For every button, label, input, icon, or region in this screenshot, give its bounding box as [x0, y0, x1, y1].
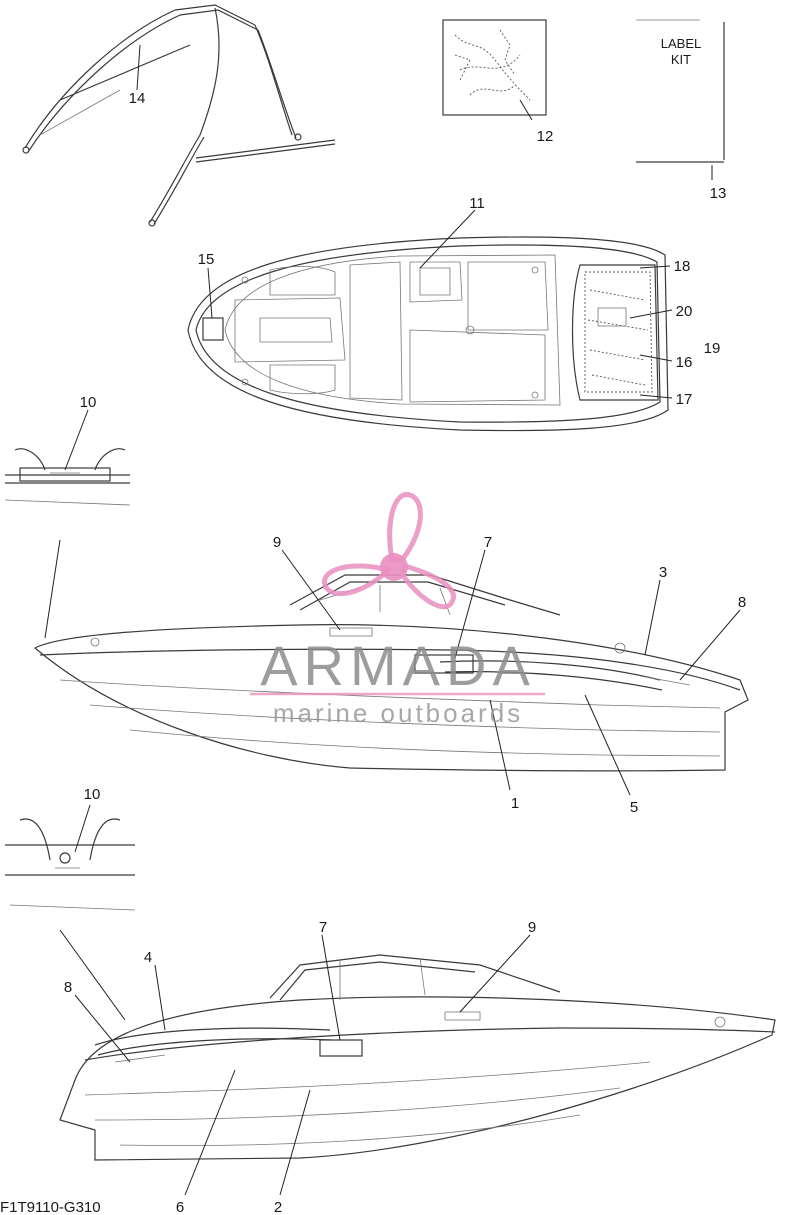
brand-text: ARMADA: [260, 634, 536, 697]
callout-7a: 7: [484, 534, 492, 551]
wakeboard-tower: [22, 4, 336, 227]
callout-4: 4: [144, 949, 152, 966]
callout-8a: 8: [738, 594, 746, 611]
callout-16: 16: [676, 354, 693, 371]
callout-9b: 9: [528, 919, 536, 936]
callout-10a: 10: [80, 394, 97, 411]
part-13-label-kit: [636, 19, 725, 163]
part-12-sheet: [442, 19, 547, 116]
armada-watermark: ARMADA marine outboards: [250, 492, 545, 728]
callout-10b: 10: [84, 786, 101, 803]
callout-17: 17: [676, 391, 693, 408]
callout-7b: 7: [319, 919, 327, 936]
detail-10-upper: [4, 448, 131, 506]
callout-3: 3: [659, 564, 667, 581]
callout-6: 6: [176, 1199, 184, 1215]
callout-19: 19: [704, 340, 721, 357]
boat-side-view-2: [59, 954, 776, 1161]
callout-1: 1: [511, 795, 519, 812]
callout-9a: 9: [273, 534, 281, 551]
callout-11: 11: [469, 195, 485, 212]
label-kit-line1: LABEL: [661, 36, 701, 51]
propeller-logo: [322, 492, 456, 610]
label-kit-line2: KIT: [671, 52, 691, 67]
callout-12: 12: [537, 128, 554, 145]
callout-14: 14: [129, 90, 146, 107]
detail-10-lower: [5, 818, 136, 911]
drawing-code: F1T9110-G310: [0, 1199, 101, 1215]
tagline-text: marine outboards: [273, 698, 523, 728]
callout-2: 2: [274, 1199, 282, 1215]
boat-top-view: [187, 236, 669, 432]
callout-18: 18: [674, 258, 691, 275]
callout-13: 13: [710, 185, 727, 202]
leader-lines: [44, 44, 741, 1196]
callout-5: 5: [630, 799, 638, 816]
callout-15: 15: [198, 251, 215, 268]
callout-20: 20: [676, 303, 693, 320]
callout-8b: 8: [64, 979, 72, 996]
